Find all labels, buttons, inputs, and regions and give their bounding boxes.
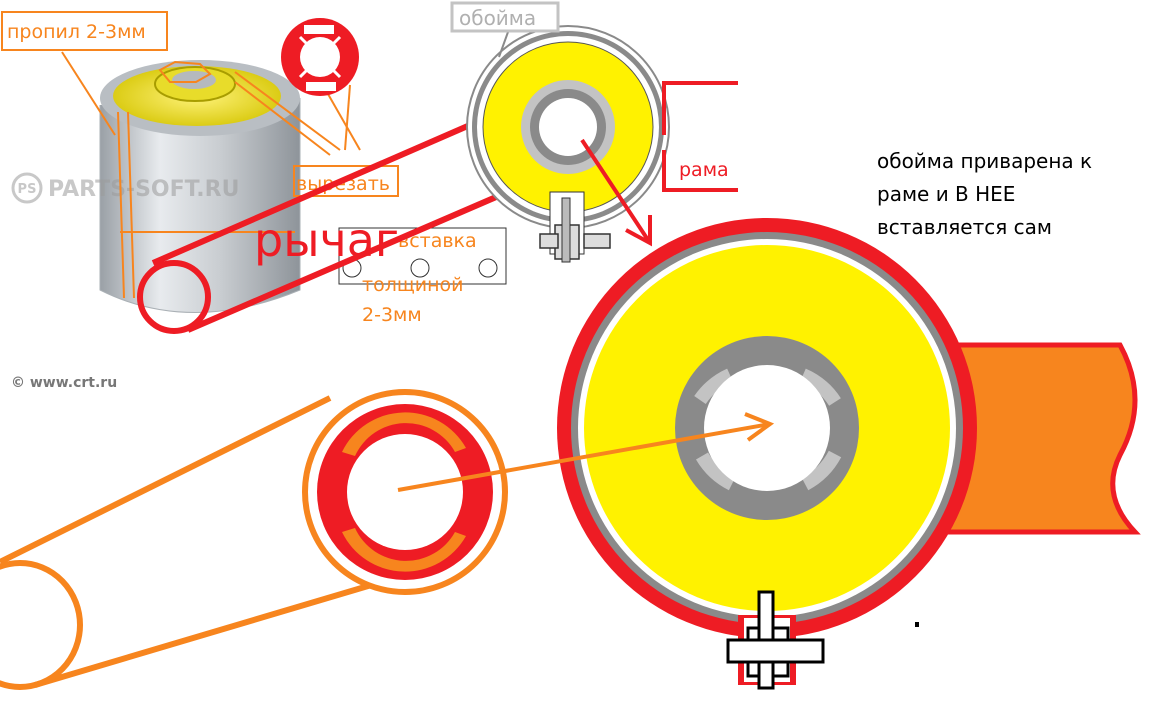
insert-label-line3: 2-3мм <box>362 304 422 326</box>
small-frame-bracket <box>662 81 738 192</box>
orange-bushing-ring <box>302 389 508 595</box>
cage-label-box <box>450 1 560 33</box>
watermark-logo-icon <box>11 172 43 204</box>
large-cage-assembly <box>557 218 1141 690</box>
arrow-top-to-large <box>580 138 652 247</box>
small-cage-assembly <box>466 25 670 263</box>
orange-lever <box>0 395 396 690</box>
arrow-bushing-to-center <box>397 412 775 492</box>
cut-label-box <box>1 11 168 51</box>
cut-out-label-box <box>293 165 399 197</box>
insert-label-line2: толщиной <box>362 274 463 296</box>
note-line3: вставляется сам <box>877 215 1052 239</box>
watermark-logo-text: PS <box>18 182 37 197</box>
bushing-photo <box>99 60 301 313</box>
note-line2: раме и В НЕЕ <box>877 182 1015 206</box>
note-line1: обойма приварена к <box>877 149 1092 173</box>
cage-label-pointer <box>498 31 509 58</box>
crossed-ring-icon <box>281 18 359 96</box>
cut-label: пропил 2-3мм <box>7 21 146 43</box>
frame-label: рама <box>679 159 729 181</box>
copyright: © www.crt.ru <box>11 375 117 391</box>
stray-dot <box>915 622 919 627</box>
watermark: PS PARTS-SOFT.RU <box>11 172 239 204</box>
watermark-site: PARTS-SOFT.RU <box>48 177 239 202</box>
insert-label-line1: вставка <box>398 230 477 252</box>
cage-label: обойма <box>459 6 536 30</box>
lever-label: рычаг <box>254 213 399 267</box>
